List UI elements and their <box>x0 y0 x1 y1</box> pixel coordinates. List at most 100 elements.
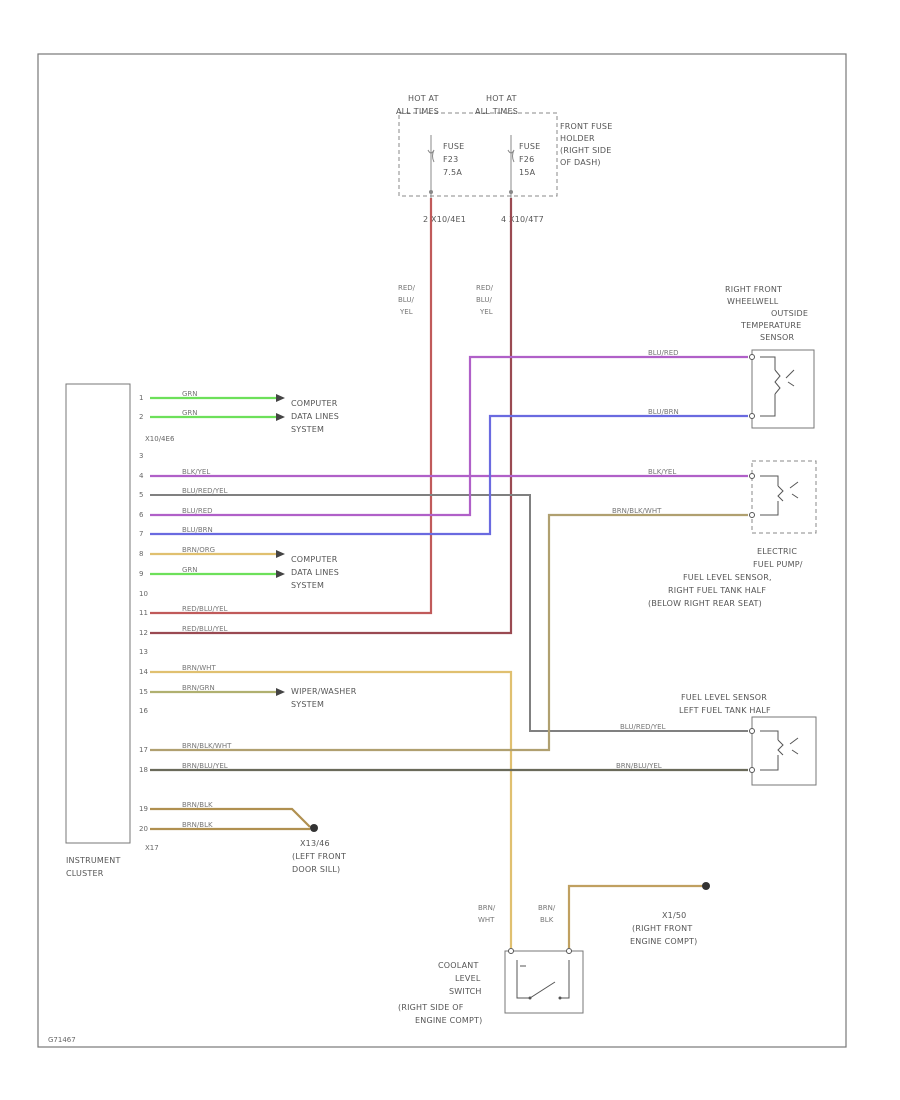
coolant-l3: SWITCH <box>449 987 482 996</box>
ground-x1-50 <box>702 882 710 890</box>
temp-sensor-l4: TEMPERATURE <box>740 321 801 330</box>
fuse-b-l1: FUSE <box>519 142 540 151</box>
fuel-pump-l5: (BELOW RIGHT REAR SEAT) <box>648 599 762 608</box>
pin-3: 3 <box>139 452 143 460</box>
fuse-holder-l2: HOLDER <box>560 134 595 143</box>
pin-19: 19 <box>139 805 148 813</box>
hot-label-a2: ALL TIMES <box>396 107 439 116</box>
fuel-left-l1: FUEL LEVEL SENSOR <box>681 693 767 702</box>
ref-wiper-l1: WIPER/WASHER <box>291 687 357 696</box>
ref-cdl2-l2: DATA LINES <box>291 568 339 577</box>
hot-label-b2: ALL TIMES <box>475 107 518 116</box>
pin-13: 13 <box>139 648 148 656</box>
pin-10: 10 <box>139 590 148 598</box>
fuse-holder-l3: (RIGHT SIDE <box>560 146 612 155</box>
wire-fuse-a-feed <box>150 198 433 615</box>
wire-label-w20: BRN/BLK <box>182 821 213 829</box>
coolant-level-switch <box>504 948 584 1014</box>
fuse-b-l3: 15A <box>519 168 536 177</box>
wire-label-coolant-l1: BRN/ <box>478 904 496 912</box>
pin-8: 8 <box>139 550 143 558</box>
wire-pin7 <box>150 414 748 536</box>
wire-label-w14: BRN/WHT <box>182 664 216 672</box>
wire-pin17 <box>150 513 748 752</box>
ref-cdl1-l1: COMPUTER <box>291 399 338 408</box>
vwire-left-l3: YEL <box>399 308 413 316</box>
pin-2: 2 <box>139 413 143 421</box>
temp-sensor-l1: RIGHT FRONT <box>725 285 782 294</box>
hot-label-b1: HOT AT <box>486 94 517 103</box>
diagram-border <box>37 53 847 1048</box>
wire-coolant-ground <box>567 884 703 948</box>
wire-label-w18: BRN/BLU/YEL <box>182 762 228 770</box>
fuel-pump-l2: FUEL PUMP/ <box>753 560 803 569</box>
pin-1: 1 <box>139 394 143 402</box>
pin-7: 7 <box>139 530 143 538</box>
wire-label-w11: RED/BLU/YEL <box>182 605 228 613</box>
coolant-l4: (RIGHT SIDE OF <box>398 1003 464 1012</box>
pin-16: 16 <box>139 707 148 715</box>
wire-pin5 <box>150 494 748 732</box>
ref-ground2-l1: X1/50 <box>662 911 686 920</box>
ref-cdl2-l1: COMPUTER <box>291 555 338 564</box>
wire-label-coolant-r1: BRN/ <box>538 904 556 912</box>
fuel-left-l2: LEFT FUEL TANK HALF <box>679 706 771 715</box>
wire-label-w7: BLU/BRN <box>182 526 213 534</box>
wire-label-w4: BLK/YEL <box>182 468 210 476</box>
arrow-pin2 <box>276 413 285 421</box>
wire-label-r3: BLK/YEL <box>648 468 676 476</box>
wire-label-coolant-l2: WHT <box>478 916 495 924</box>
outside-temperature-sensor <box>749 349 815 429</box>
wire-label-w17: BRN/BLK/WHT <box>182 742 232 750</box>
wire-label-w1: GRN <box>182 390 198 398</box>
pin-15: 15 <box>139 688 148 696</box>
wire-label-w6: BLU/RED <box>182 507 213 515</box>
fuse-b-l2: F26 <box>519 155 534 164</box>
fuel-pump-l1: ELECTRIC <box>757 547 797 556</box>
pin-14: 14 <box>139 668 148 676</box>
wire-label-r1: BLU/RED <box>648 349 679 357</box>
fuse-connector-a: 2 X10/4E1 <box>423 215 466 224</box>
wire-label-w2: GRN <box>182 409 198 417</box>
vwire-left-l1: RED/ <box>398 284 416 292</box>
pin-18: 18 <box>139 766 148 774</box>
ref-ground2-l3: ENGINE COMPT) <box>630 937 697 946</box>
vwire-right-l1: RED/ <box>476 284 494 292</box>
fuse-a-l3: 7.5A <box>443 168 462 177</box>
fuse-a-l2: F23 <box>443 155 458 164</box>
vwire-right-l2: BLU/ <box>476 296 492 304</box>
temp-sensor-l2: WHEELWELL <box>727 297 779 306</box>
arrow-pin15 <box>276 688 285 696</box>
fuse-holder-l4: OF DASH) <box>560 158 601 167</box>
fuse-f23: FUSE F23 7.5A <box>427 135 464 198</box>
pin-20: 20 <box>139 825 148 833</box>
pin-numbers: 1 2 3 4 5 6 7 8 9 10 11 12 13 14 15 16 1… <box>139 394 148 833</box>
wire-label-r4: BRN/BLK/WHT <box>612 507 662 515</box>
ref-cdl2-l3: SYSTEM <box>291 581 324 590</box>
cluster-label-l2: CLUSTER <box>66 869 104 878</box>
cluster-connector-bottom: X17 <box>145 844 159 852</box>
fuel-level-sensor-left <box>749 716 817 786</box>
wire-label-w19: BRN/BLK <box>182 801 213 809</box>
wire-pin14 <box>150 670 513 948</box>
electric-fuel-pump <box>749 460 817 534</box>
ref-ground1-l3: DOOR SILL) <box>292 865 340 874</box>
pin-12: 12 <box>139 629 148 637</box>
ref-ground2-l2: (RIGHT FRONT <box>632 924 692 933</box>
cluster-connector-top: X10/4E6 <box>145 435 175 443</box>
wire-label-w15: BRN/GRN <box>182 684 215 692</box>
vwire-right-l3: YEL <box>479 308 493 316</box>
wire-pin19 <box>150 807 311 828</box>
arrow-pin9 <box>276 570 285 578</box>
fuse-a-l1: FUSE <box>443 142 464 151</box>
pin-5: 5 <box>139 491 143 499</box>
fuel-pump-l3: FUEL LEVEL SENSOR, <box>683 573 772 582</box>
fuse-connector-b: 4 X10/4T7 <box>501 215 544 224</box>
temp-sensor-l3: OUTSIDE <box>771 309 808 318</box>
wire-label-w12: RED/BLU/YEL <box>182 625 228 633</box>
ref-cdl1-l2: DATA LINES <box>291 412 339 421</box>
fuse-holder-box <box>398 112 558 197</box>
wire-label-w8: BRN/ORG <box>182 546 215 554</box>
